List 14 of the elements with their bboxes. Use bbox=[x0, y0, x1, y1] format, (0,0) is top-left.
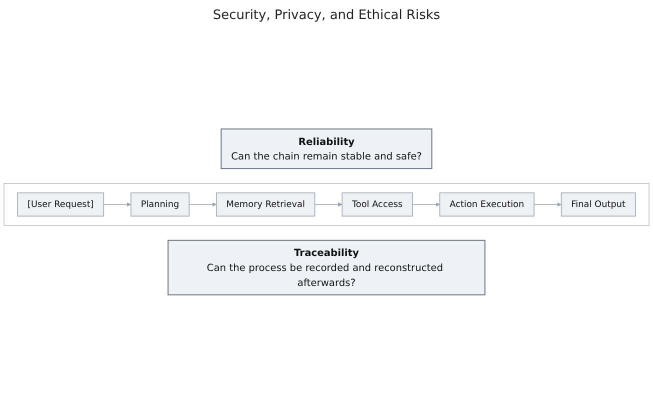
node-box: Reliability Can the chain remain stable and safe? bbox=[220, 128, 432, 170]
diagram-title: Security, Privacy, and Ethical Risks bbox=[212, 7, 442, 25]
arrow bbox=[103, 202, 132, 207]
node-box: Memory Retrieval bbox=[216, 192, 316, 217]
node-box: Tool Access bbox=[342, 192, 413, 217]
node-box: Action Execution bbox=[439, 192, 534, 217]
node-box: Final Output bbox=[560, 192, 636, 217]
arrow bbox=[534, 202, 562, 207]
node-box: [User Request] bbox=[17, 192, 104, 217]
node-box: Planning bbox=[130, 192, 190, 217]
node-box: Traceability Can the process be recorded and reconstructed afterwards? bbox=[168, 240, 486, 296]
arrow bbox=[412, 202, 440, 207]
arrow bbox=[314, 202, 342, 207]
arrow bbox=[188, 202, 217, 207]
